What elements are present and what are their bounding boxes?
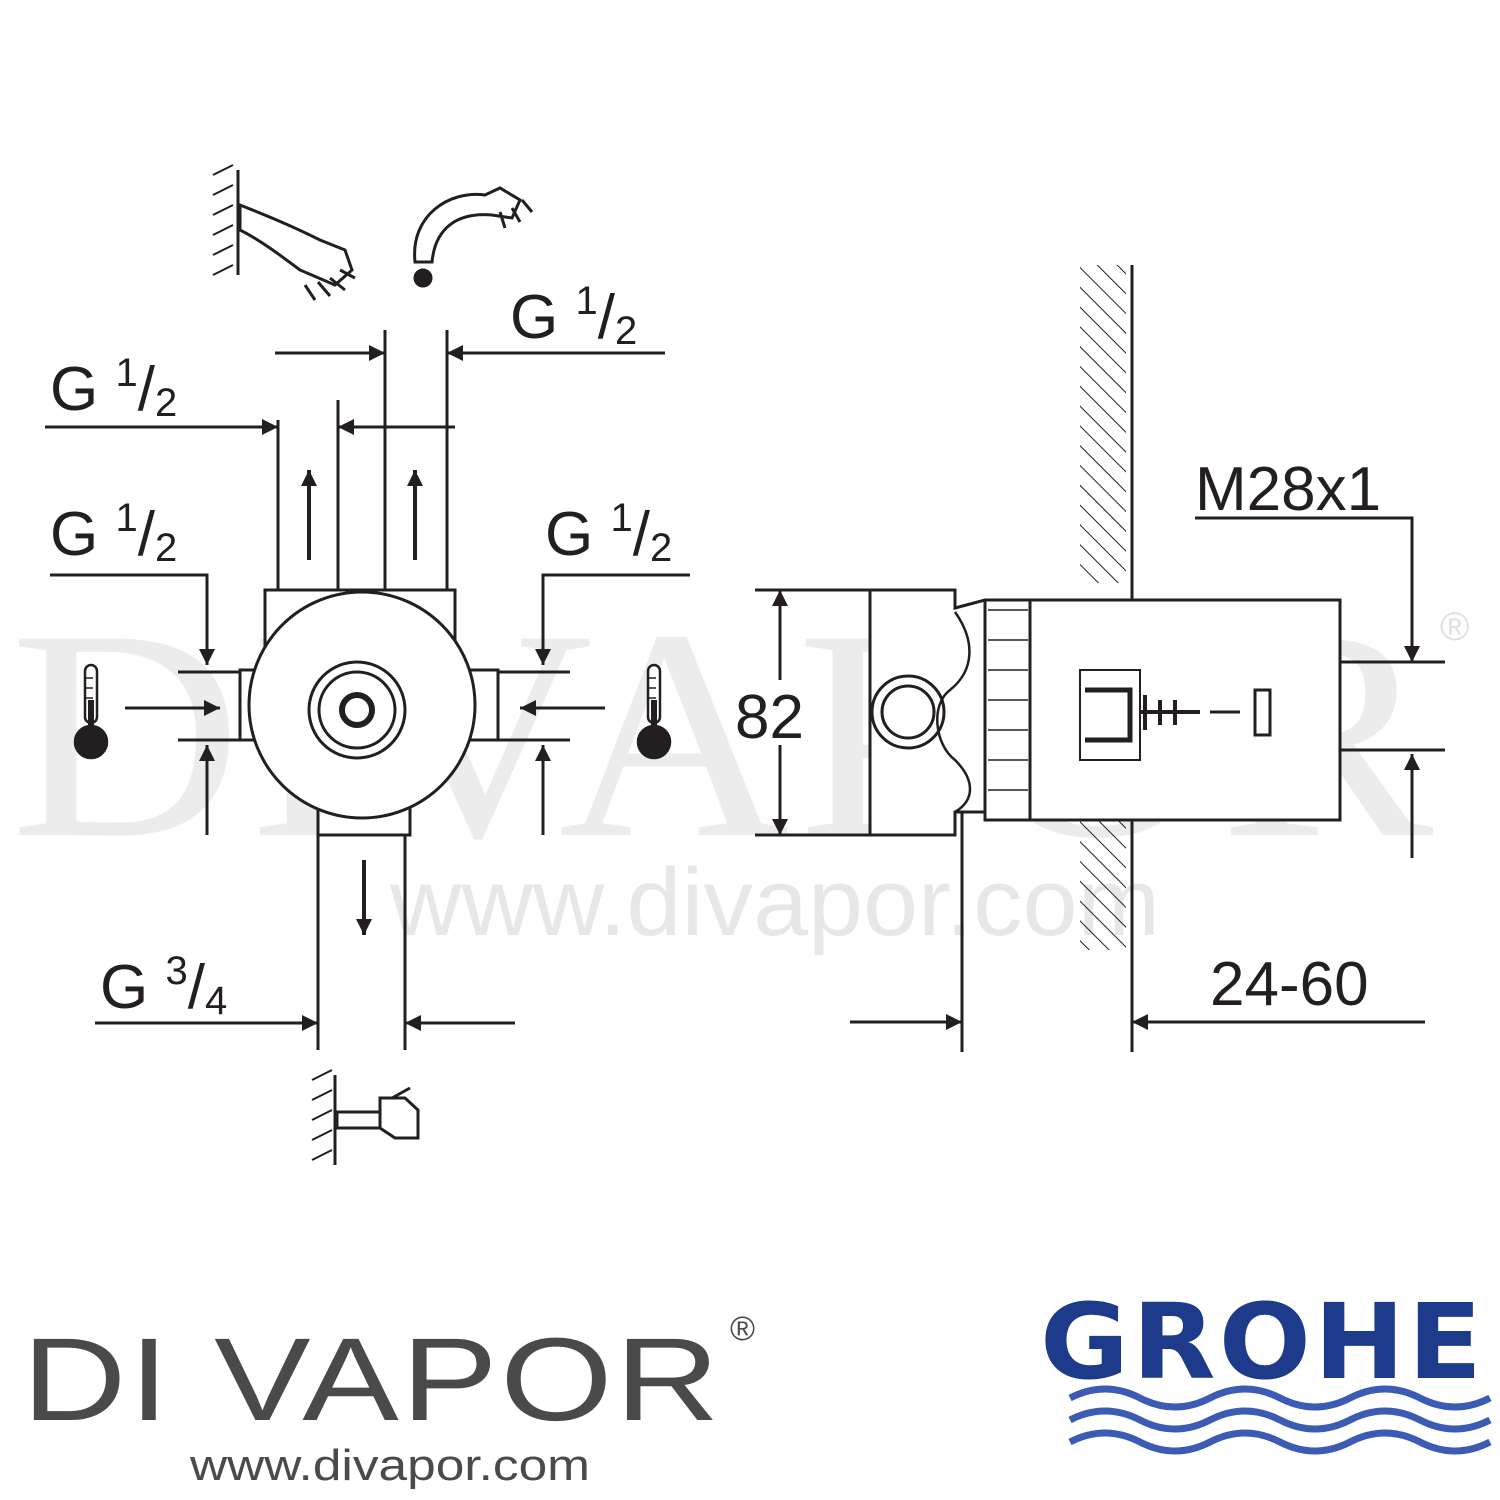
label-top-right-outlet: G 1/2 — [510, 279, 637, 353]
manufacturer-name: GROHE — [1040, 1281, 1485, 1403]
label-bottom-outlet: G 3/4 — [100, 949, 227, 1023]
label-body-height: 82 — [735, 683, 804, 752]
label-left-inlet: G 1/2 — [50, 496, 177, 570]
thermometer-icon — [73, 663, 109, 760]
dimension-labels: G 1/2 G 1/2 G 1/2 G 1/2 G 3/4 82 M28x1 2… — [50, 279, 1381, 1023]
side-view — [755, 265, 1445, 1052]
overhead-shower-icon — [413, 186, 534, 288]
company-url: www.divapor.com — [189, 1441, 590, 1490]
watermark-reg-mark: ® — [1440, 605, 1469, 649]
front-view — [238, 330, 500, 1050]
wave-icon — [1068, 1385, 1492, 1455]
wall-spout-icon — [311, 1069, 420, 1165]
label-right-inlet: G 1/2 — [545, 496, 672, 570]
company-reg-mark: ® — [730, 1310, 755, 1348]
label-install-depth: 24-60 — [1210, 950, 1369, 1019]
manufacturer-logo: GROHE — [1040, 1281, 1492, 1455]
wall-showerhead-icon — [212, 164, 356, 301]
dimension-lines-front — [45, 345, 690, 1031]
company-logo: DI VAPOR ® www.divapor.com — [22, 1310, 755, 1490]
thermometer-icon — [636, 663, 672, 760]
watermark-url: www.divapor.com — [389, 849, 1160, 956]
label-thread: M28x1 — [1195, 455, 1381, 524]
flow-arrows — [301, 470, 423, 935]
label-top-left-outlet: G 1/2 — [50, 351, 177, 425]
company-name: DI VAPOR — [22, 1314, 722, 1446]
